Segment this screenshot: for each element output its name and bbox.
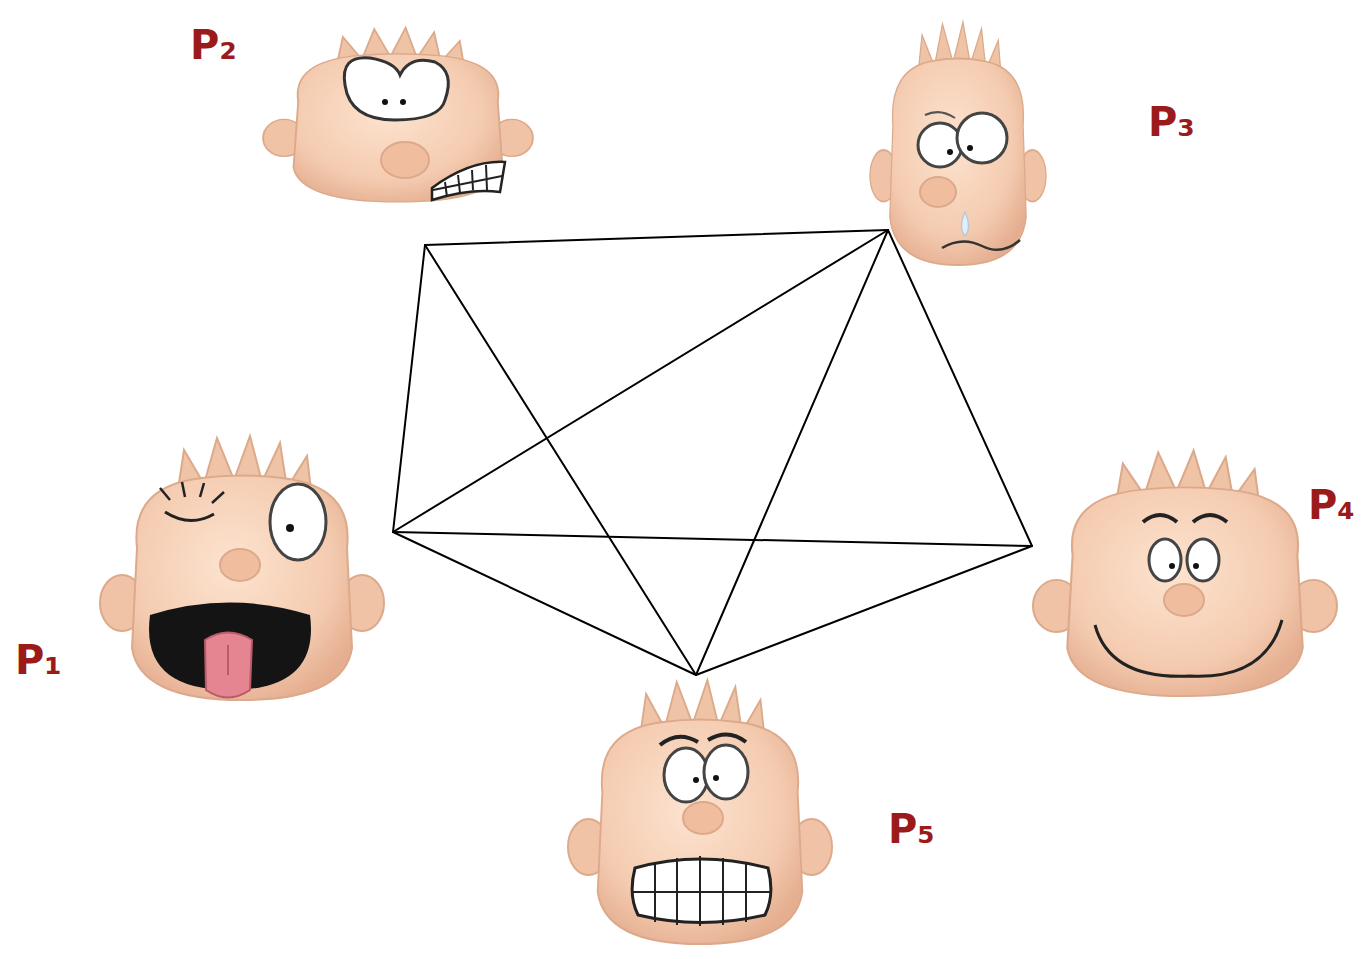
person-label: P₂	[190, 23, 237, 67]
graph-edge	[393, 532, 1032, 546]
person-label: P₁	[15, 638, 62, 682]
face-p1	[100, 436, 384, 700]
graph-edge	[696, 230, 888, 675]
person-node: P₄	[1032, 445, 1360, 700]
person-node: P₁	[10, 430, 393, 710]
face-p2	[263, 28, 533, 202]
face-p5	[568, 680, 832, 944]
graph-edge	[888, 230, 1032, 546]
graph-edge	[425, 230, 888, 245]
face-p4	[1033, 451, 1337, 697]
graph-edge	[393, 230, 888, 532]
graph-edge	[425, 245, 696, 675]
person-label: P₅	[888, 807, 935, 851]
person-label: P₃	[1148, 100, 1195, 144]
person-label: P₄	[1308, 483, 1355, 527]
person-node: P₂	[180, 15, 535, 245]
person-node: P₃	[888, 15, 1208, 270]
face-p3	[870, 22, 1046, 265]
graph-edge	[393, 245, 425, 532]
graph-edge	[696, 546, 1032, 675]
person-node: P₅	[565, 675, 950, 955]
